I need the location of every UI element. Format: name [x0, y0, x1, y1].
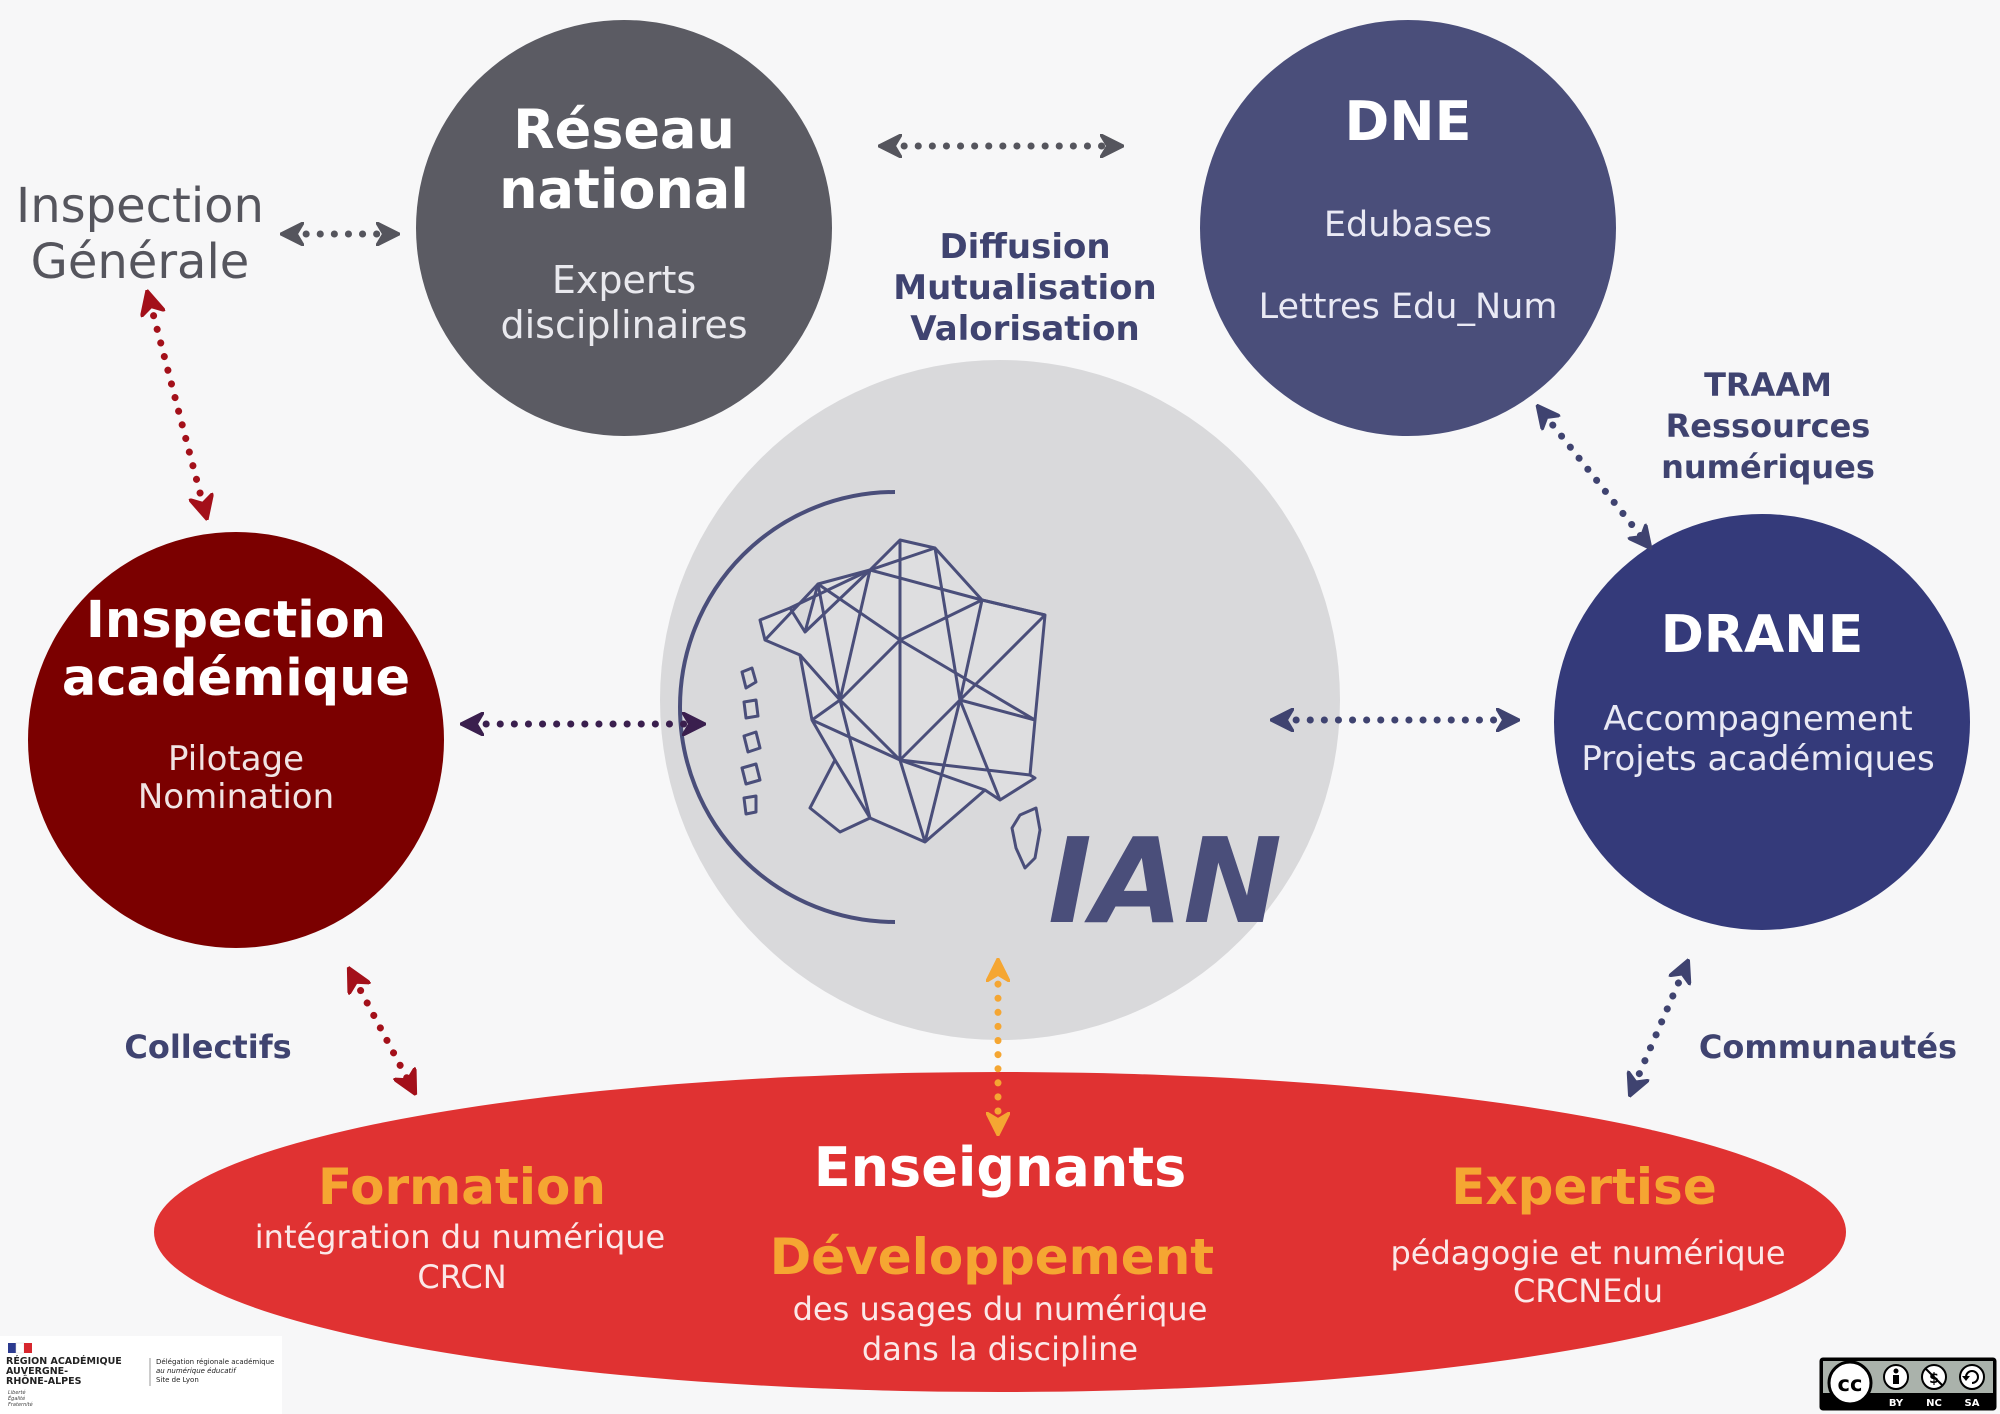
institution-dept3: Site de Lyon: [156, 1376, 199, 1384]
inspection-academique-sub-line1: Pilotage: [168, 739, 304, 779]
enseignants-title: Enseignants: [814, 1136, 1187, 1199]
sa-icon: [1959, 1364, 1985, 1390]
svg-text:$: $: [1929, 1371, 1939, 1387]
traam-label-line2: Ressources: [1666, 407, 1871, 445]
developpement-line2: dans la discipline: [862, 1330, 1138, 1368]
expertise-heading: Expertise: [1451, 1158, 1716, 1216]
drane-sub-line2: Projets académiques: [1581, 739, 1934, 779]
cc-license-badge: cc $ BY NC SA: [1819, 1357, 1997, 1411]
reseau-national-title-line1: Réseau: [513, 98, 735, 161]
dne-sub-line1: Edubases: [1324, 205, 1492, 245]
ian-node: IAN: [660, 360, 1340, 1040]
inspection-academique-title-line2: académique: [62, 649, 410, 708]
diffusion-label-line3: Valorisation: [910, 309, 1139, 349]
reseau-national-title-line2: national: [499, 158, 749, 221]
traam-label-group: TRAAM Ressources numériques: [1661, 366, 1875, 486]
arrow-academique-enseignants: [354, 978, 410, 1084]
reseau-national-sub-line1: Experts: [552, 258, 696, 302]
inspection-academique-title-line1: Inspection: [86, 591, 386, 650]
cc-by-label: BY: [1889, 1398, 1904, 1409]
diffusion-label-line2: Mutualisation: [893, 268, 1156, 308]
institution-logo: RÉGION ACADÉMIQUE AUVERGNE- RHÔNE-ALPES …: [0, 1336, 282, 1414]
drane-title: DRANE: [1661, 605, 1864, 665]
communautes-label: Communautés: [1699, 1028, 1957, 1066]
institution-dept2: au numérique éducatif: [156, 1367, 237, 1375]
expertise-line2: CRCNEdu: [1513, 1272, 1663, 1310]
enseignants-node: Enseignants Formation intégration du num…: [154, 1072, 1846, 1392]
by-icon: [1883, 1364, 1909, 1390]
dne-node: DNE Edubases Lettres Edu_Num: [1200, 20, 1616, 436]
drane-circle: [1554, 514, 1970, 930]
ian-logo-text: IAN: [1048, 812, 1282, 950]
formation-line2: CRCN: [417, 1258, 506, 1296]
expertise-line1: pédagogie et numérique: [1390, 1234, 1785, 1272]
inspection-academique-node: Inspection académique Pilotage Nominatio…: [28, 532, 444, 948]
france-network-map-icon: [740, 538, 1047, 870]
institution-line1: RÉGION ACADÉMIQUE: [6, 1355, 122, 1367]
dne-sub-line2: Lettres Edu_Num: [1259, 287, 1558, 327]
ian-logo-arc: [678, 490, 896, 924]
reseau-national-circle: [416, 20, 832, 436]
institution-motto2: Égalité: [8, 1394, 25, 1402]
collectifs-label: Collectifs: [124, 1028, 291, 1066]
cc-sa-label: SA: [1965, 1398, 1980, 1409]
drane-node: DRANE Accompagnement Projets académiques: [1554, 514, 1970, 930]
enseignants-ellipse: [154, 1072, 1846, 1392]
reseau-national-node: Réseau national Experts disciplinaires: [416, 20, 832, 436]
reseau-national-sub-line2: disciplinaires: [500, 303, 747, 347]
svg-text:cc: cc: [1838, 1372, 1863, 1396]
drane-sub-line1: Accompagnement: [1603, 699, 1912, 739]
institution-motto1: Liberté: [8, 1389, 26, 1396]
cc-nc-label: NC: [1926, 1398, 1942, 1409]
diffusion-label-group: Diffusion Mutualisation Valorisation: [893, 227, 1156, 349]
cc-icon: cc: [1827, 1360, 1873, 1406]
institution-line3: RHÔNE-ALPES: [6, 1375, 82, 1387]
traam-label-line3: numériques: [1661, 448, 1875, 486]
arrow-inspection-generale-academique: [150, 302, 204, 508]
inspection-generale-line2: Générale: [31, 234, 250, 290]
institution-dept1: Délégation régionale académique: [156, 1358, 274, 1366]
inspection-generale-line1: Inspection: [16, 178, 264, 234]
nc-icon: $: [1921, 1364, 1947, 1390]
inspection-academique-circle: [28, 532, 444, 948]
dne-title: DNE: [1345, 90, 1472, 153]
institution-motto3: Fraternité: [8, 1401, 33, 1408]
inspection-generale-node: Inspection Générale: [16, 178, 264, 290]
developpement-heading: Développement: [770, 1228, 1214, 1286]
formation-heading: Formation: [318, 1158, 606, 1216]
institution-line2: AUVERGNE-: [6, 1366, 68, 1377]
diffusion-label-line1: Diffusion: [939, 227, 1110, 267]
arrow-dne-drane: [1544, 414, 1644, 540]
developpement-line1: des usages du numérique: [793, 1290, 1208, 1328]
inspection-academique-sub-line2: Nomination: [138, 777, 334, 817]
formation-line1: intégration du numérique: [255, 1218, 665, 1256]
arrow-drane-enseignants: [1634, 970, 1684, 1086]
traam-label-line1: TRAAM: [1704, 366, 1832, 404]
dne-circle: [1200, 20, 1616, 436]
flag-icon: [8, 1342, 32, 1354]
